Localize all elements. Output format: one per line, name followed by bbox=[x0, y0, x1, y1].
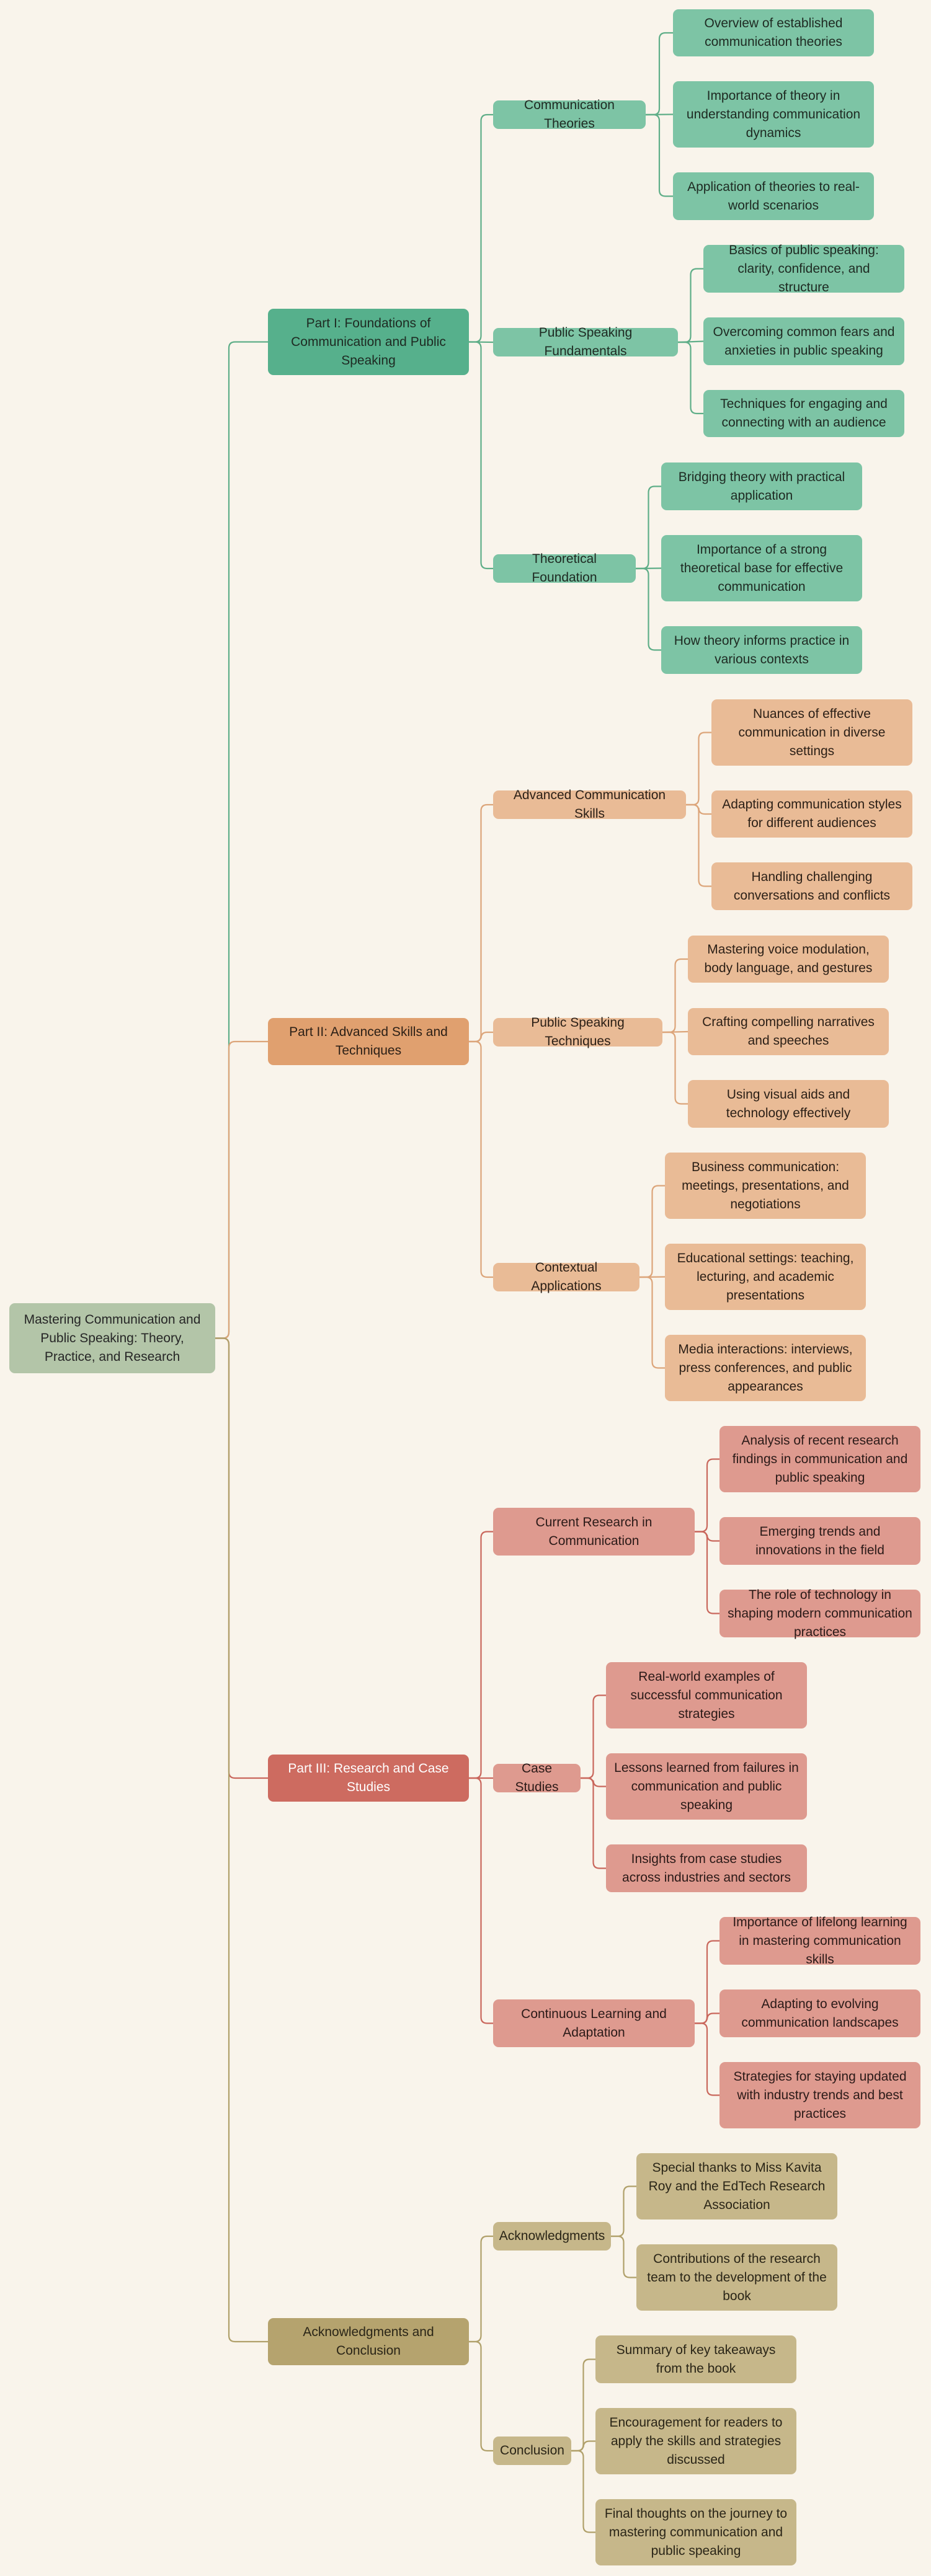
connector-line bbox=[581, 1694, 606, 1779]
leaf-node: Importance of a strong theoretical base … bbox=[661, 535, 862, 601]
connector-line bbox=[581, 1777, 606, 1869]
connector-line bbox=[636, 485, 661, 570]
leaf-node: Importance of theory in understanding co… bbox=[673, 81, 874, 148]
leaf-node: The role of technology in shaping modern… bbox=[719, 1588, 920, 1639]
connector-line bbox=[215, 1040, 268, 1339]
connector-line bbox=[215, 1337, 268, 1779]
connector-line bbox=[695, 1531, 719, 1614]
connector-line bbox=[571, 2450, 595, 2533]
connector-line bbox=[469, 803, 493, 1043]
leaf-node: Emerging trends and innovations in the f… bbox=[719, 1517, 920, 1565]
connector-line bbox=[469, 113, 493, 343]
leaf-node: Media interactions: interviews, press co… bbox=[665, 1335, 866, 1401]
leaf-node: Analysis of recent research findings in … bbox=[719, 1426, 920, 1492]
connector-line bbox=[469, 1531, 493, 1779]
leaf-node: Educational settings: teaching, lecturin… bbox=[665, 1244, 866, 1310]
connector-line bbox=[686, 803, 711, 887]
leaf-node: Final thoughts on the journey to masteri… bbox=[595, 2499, 796, 2565]
part-4-node: Acknowledgments and Conclusion bbox=[268, 2318, 469, 2365]
connector-line bbox=[469, 2235, 493, 2343]
connector-line bbox=[215, 1337, 268, 2343]
leaf-node: Encouragement for readers to apply the s… bbox=[595, 2408, 796, 2474]
part-1-node: Part I: Foundations of Communication and… bbox=[268, 309, 469, 375]
leaf-node: Mastering voice modulation, body languag… bbox=[688, 936, 889, 983]
leaf-node: Nuances of effective communication in di… bbox=[711, 699, 912, 766]
connector-line bbox=[678, 341, 703, 415]
leaf-node: Summary of key takeaways from the book bbox=[595, 2335, 796, 2383]
leaf-node: Adapting to evolving communication lands… bbox=[719, 1990, 920, 2037]
leaf-node: Basics of public speaking: clarity, conf… bbox=[703, 243, 904, 294]
leaf-node: Insights from case studies across indust… bbox=[606, 1844, 807, 1892]
connector-line bbox=[469, 1777, 493, 2024]
connector-line bbox=[662, 958, 688, 1033]
leaf-node: Business communication: meetings, presen… bbox=[665, 1153, 866, 1219]
leaf-node: Importance of lifelong learning in maste… bbox=[719, 1915, 920, 1967]
leaf-node: Using visual aids and technology effecti… bbox=[688, 1080, 889, 1128]
connector-line bbox=[639, 1185, 665, 1278]
topic-conclusion: Conclusion bbox=[493, 2437, 571, 2465]
connector-line bbox=[469, 1040, 493, 1278]
connector-line bbox=[678, 268, 703, 343]
connector-line bbox=[611, 2185, 636, 2237]
leaf-node: Lessons learned from failures in communi… bbox=[606, 1753, 807, 1820]
leaf-node: Bridging theory with practical applicati… bbox=[661, 463, 862, 510]
topic-current-research: Current Research in Communication bbox=[493, 1508, 695, 1556]
connector-line bbox=[695, 2022, 719, 2096]
connector-line bbox=[571, 2358, 595, 2452]
topic-contextual-applications: Contextual Applications bbox=[493, 1260, 639, 1293]
connector-line bbox=[686, 732, 711, 806]
connector-line bbox=[646, 32, 673, 116]
connector-line bbox=[662, 1031, 688, 1105]
topic-advanced-communication-skills: Advanced Communication Skills bbox=[493, 788, 686, 821]
topic-communication-theories: Communication Theories bbox=[493, 98, 646, 131]
leaf-node: Techniques for engaging and connecting w… bbox=[703, 390, 904, 437]
connector-line bbox=[646, 113, 673, 197]
connector-line bbox=[215, 341, 268, 1339]
part-3-node: Part III: Research and Case Studies bbox=[268, 1755, 469, 1802]
connector-line bbox=[639, 1276, 665, 1369]
connector-line bbox=[469, 341, 493, 570]
leaf-node: Special thanks to Miss Kavita Roy and th… bbox=[636, 2153, 837, 2220]
leaf-node: Real-world examples of successful commun… bbox=[606, 1662, 807, 1728]
topic-theoretical-foundation: Theoretical Foundation bbox=[493, 552, 636, 585]
leaf-node: Overview of established communication th… bbox=[673, 9, 874, 56]
connector-line bbox=[611, 2235, 636, 2278]
connector-line bbox=[695, 1940, 719, 2024]
leaf-node: How theory informs practice in various c… bbox=[661, 626, 862, 674]
root-node: Mastering Communication and Public Speak… bbox=[9, 1303, 215, 1373]
topic-public-speaking-fundamentals: Public Speaking Fundamentals bbox=[493, 325, 678, 358]
leaf-node: Application of theories to real-world sc… bbox=[673, 172, 874, 220]
leaf-node: Contributions of the research team to th… bbox=[636, 2244, 837, 2311]
topic-continuous-learning: Continuous Learning and Adaptation bbox=[493, 1999, 695, 2047]
leaf-node: Strategies for staying updated with indu… bbox=[719, 2062, 920, 2128]
leaf-node: Overcoming common fears and anxieties in… bbox=[703, 317, 904, 365]
leaf-node: Adapting communication styles for differ… bbox=[711, 790, 912, 838]
connector-line bbox=[695, 1458, 719, 1533]
leaf-node: Handling challenging conversations and c… bbox=[711, 862, 912, 910]
part-2-node: Part II: Advanced Skills and Techniques bbox=[268, 1018, 469, 1065]
topic-case-studies: Case Studies bbox=[493, 1761, 581, 1794]
connector-line bbox=[469, 2340, 493, 2452]
topic-public-speaking-techniques: Public Speaking Techniques bbox=[493, 1016, 662, 1048]
topic-acknowledgments: Acknowledgments bbox=[493, 2222, 611, 2251]
connector-line bbox=[636, 567, 661, 651]
leaf-node: Crafting compelling narratives and speec… bbox=[688, 1008, 889, 1055]
